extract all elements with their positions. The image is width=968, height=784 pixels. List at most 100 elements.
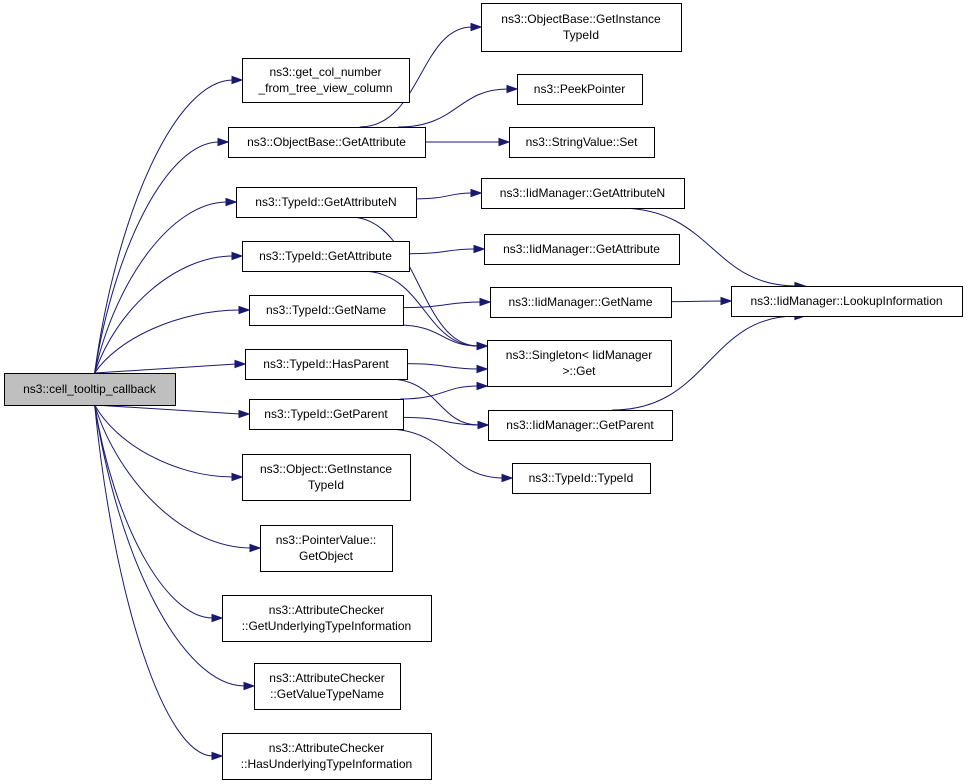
call-edge xyxy=(359,22,483,128)
node-box xyxy=(260,525,393,572)
arrowhead-icon xyxy=(476,364,489,374)
node-label: ns3::TypeId::HasParent xyxy=(263,357,389,371)
function-node[interactable]: ns3::get_col_number_from_tree_view_colum… xyxy=(242,58,410,103)
edge-line xyxy=(94,141,220,374)
call-edge xyxy=(94,137,230,374)
node-box xyxy=(484,234,680,265)
call-edge xyxy=(94,359,247,374)
node-label: ::GetUnderlyingTypeInformation xyxy=(242,619,411,633)
node-box xyxy=(512,463,651,494)
call-edge xyxy=(94,75,244,374)
edge-line xyxy=(402,416,480,426)
node-box xyxy=(517,74,643,105)
function-node[interactable]: ns3::IidManager::LookupInformation xyxy=(731,286,963,317)
edge-line xyxy=(94,363,237,374)
call-edge xyxy=(402,297,492,309)
node-box xyxy=(242,241,410,272)
node-box xyxy=(222,733,432,780)
arrowhead-icon xyxy=(211,613,224,623)
call-edge xyxy=(94,305,251,374)
function-node[interactable]: ns3::TypeId::TypeId xyxy=(512,463,651,494)
function-node[interactable]: ns3::TypeId::GetAttributeN xyxy=(236,187,417,218)
node-label: ns3::get_col_number xyxy=(269,65,381,79)
function-node[interactable]: ns3::TypeId::HasParent xyxy=(245,349,408,380)
arrowhead-icon xyxy=(470,188,483,198)
node-label: ns3::Singleton< IidManager xyxy=(506,348,652,362)
node-label: ns3::AttributeChecker xyxy=(269,671,384,685)
edge-line xyxy=(94,201,228,374)
call-edge xyxy=(397,324,489,351)
node-label: ns3::IidManager::GetParent xyxy=(506,418,654,432)
function-node[interactable]: ns3::AttributeChecker::GetValueTypeName xyxy=(254,663,401,710)
arrowhead-icon xyxy=(249,543,262,553)
function-node[interactable]: ns3::IidManager::GetAttribute xyxy=(484,234,680,265)
node-label: GetObject xyxy=(299,549,354,563)
node-label: ns3::IidManager::GetName xyxy=(508,295,652,309)
edge-line xyxy=(94,404,246,687)
call-edge xyxy=(408,244,486,255)
call-edge xyxy=(415,188,483,200)
node-box xyxy=(481,3,682,52)
function-node[interactable]: ns3::TypeId::GetAttribute xyxy=(242,241,410,272)
call-edge xyxy=(94,404,256,691)
arrowhead-icon xyxy=(470,22,483,32)
function-node[interactable]: ns3::IidManager::GetAttributeN xyxy=(481,178,685,209)
function-node[interactable]: ns3::IidManager::GetName xyxy=(490,287,672,318)
node-label: ns3::TypeId::TypeId xyxy=(529,471,634,485)
arrowhead-icon xyxy=(238,305,251,315)
node-label: ns3::PeekPointer xyxy=(534,82,625,96)
function-node[interactable]: ns3::AttributeChecker::GetUnderlyingType… xyxy=(222,595,432,642)
node-label: ns3::PointerValue:: xyxy=(276,533,377,547)
call-edge xyxy=(406,363,489,374)
function-node[interactable]: ns3::ObjectBase::GetAttribute xyxy=(228,127,426,158)
node-label: ns3::TypeId::GetAttribute xyxy=(259,249,392,263)
node-label: ns3::IidManager::GetAttributeN xyxy=(500,186,665,200)
arrowhead-icon xyxy=(238,409,251,419)
arrowhead-icon xyxy=(473,244,486,254)
node-box xyxy=(481,178,685,209)
function-node[interactable]: ns3::AttributeChecker::HasUnderlyingType… xyxy=(222,733,432,780)
node-box xyxy=(242,58,410,103)
arrowhead-icon xyxy=(477,420,490,430)
edge-line xyxy=(612,315,796,411)
function-node[interactable]: ns3::PointerValue::GetObject xyxy=(260,525,393,572)
edge-line xyxy=(670,300,723,303)
edge-line xyxy=(94,309,241,374)
function-node[interactable]: ns3::PeekPointer xyxy=(517,74,643,105)
node-label: ns3::IidManager::LookupInformation xyxy=(750,294,942,308)
function-node[interactable]: ns3::TypeId::GetName xyxy=(249,295,404,326)
edge-line xyxy=(397,324,479,347)
node-box xyxy=(731,286,963,317)
node-box xyxy=(242,454,411,501)
node-box xyxy=(254,663,401,710)
function-node[interactable]: ns3::StringValue::Set xyxy=(509,127,655,158)
arrowhead-icon xyxy=(501,473,514,483)
edge-line xyxy=(94,404,234,478)
arrowhead-icon xyxy=(231,75,244,85)
node-label: ns3::IidManager::GetAttribute xyxy=(503,242,660,256)
function-node[interactable]: ns3::IidManager::GetParent xyxy=(488,410,673,441)
edge-line xyxy=(388,378,480,426)
node-box xyxy=(249,399,404,430)
node-box xyxy=(228,127,426,158)
arrowhead-icon xyxy=(243,681,256,691)
root-function-node[interactable]: ns3::cell_tooltip_callback xyxy=(4,373,176,406)
node-label: ns3::TypeId::GetAttributeN xyxy=(255,195,396,209)
function-node[interactable]: ns3::Singleton< IidManager >::Get xyxy=(487,340,672,387)
call-edge xyxy=(402,416,490,430)
edge-line xyxy=(619,207,796,287)
node-label: ns3::TypeId::GetName xyxy=(266,303,386,317)
arrowhead-icon xyxy=(211,751,224,761)
call-edge xyxy=(94,404,244,482)
edge-line xyxy=(408,248,476,255)
node-box xyxy=(245,349,408,380)
node-label: ns3::TypeId::GetParent xyxy=(264,407,388,421)
call-edge xyxy=(94,197,238,374)
node-box xyxy=(222,595,432,642)
call-edges xyxy=(94,22,807,761)
edge-line xyxy=(398,88,509,128)
edge-line xyxy=(415,192,473,200)
function-node[interactable]: ns3::TypeId::GetParent xyxy=(249,399,404,430)
